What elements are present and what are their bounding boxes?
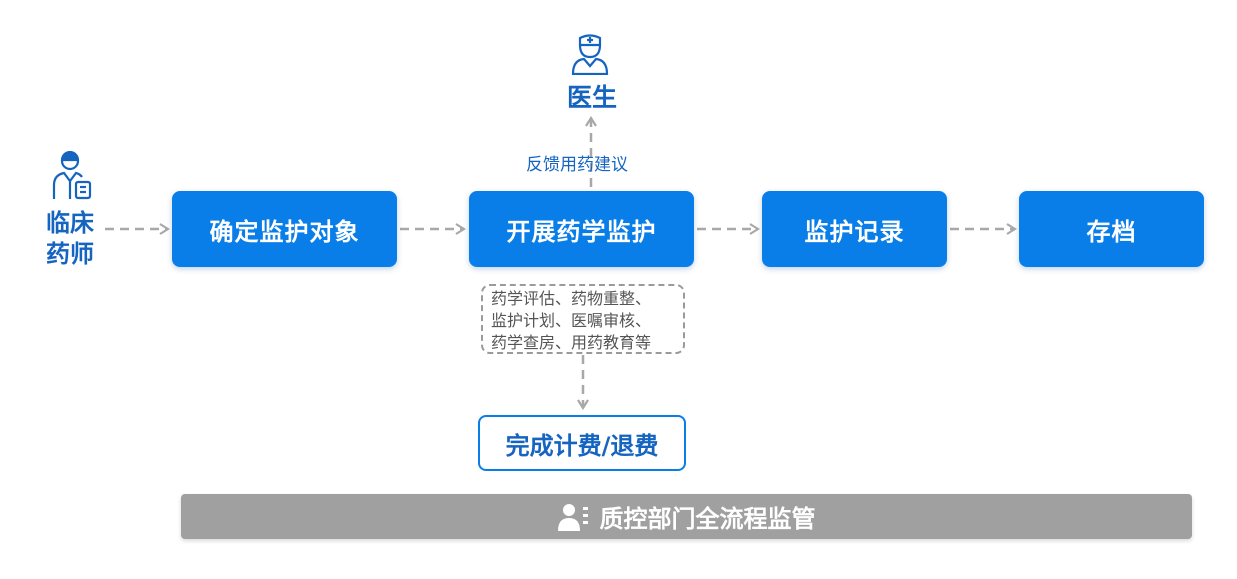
details-line-1: 药学评估、药物重整、	[491, 289, 652, 308]
doctor-icon	[571, 34, 609, 75]
step-archive: 存档	[1019, 191, 1204, 267]
monitoring-details-box: 药学评估、药物重整、 监护计划、医嘱审核、 药学查房、用药教育等	[481, 284, 685, 354]
step-determine-monitoring-target: 确定监护对象	[172, 191, 397, 267]
step-monitoring-record: 监护记录	[762, 191, 947, 267]
feedback-label: 反馈用药建议	[526, 155, 628, 175]
quality-control-label: 质控部门全流程监管	[599, 505, 816, 533]
step-pharmaceutical-monitoring: 开展药学监护	[469, 191, 694, 267]
pharmacist-label-line2: 药师	[46, 240, 94, 268]
doctor-label: 医生	[566, 83, 617, 112]
pharmacist-icon	[52, 151, 92, 200]
quality-control-bar: 质控部门全流程监管	[181, 494, 1192, 539]
pharmacist-label-line1: 临床	[46, 209, 94, 237]
billing-refund-box: 完成计费/退费	[478, 415, 686, 471]
details-line-3: 药学查房、用药教育等	[491, 333, 652, 352]
details-line-2: 监护计划、医嘱审核、	[491, 311, 652, 330]
supervisor-icon	[557, 502, 590, 532]
